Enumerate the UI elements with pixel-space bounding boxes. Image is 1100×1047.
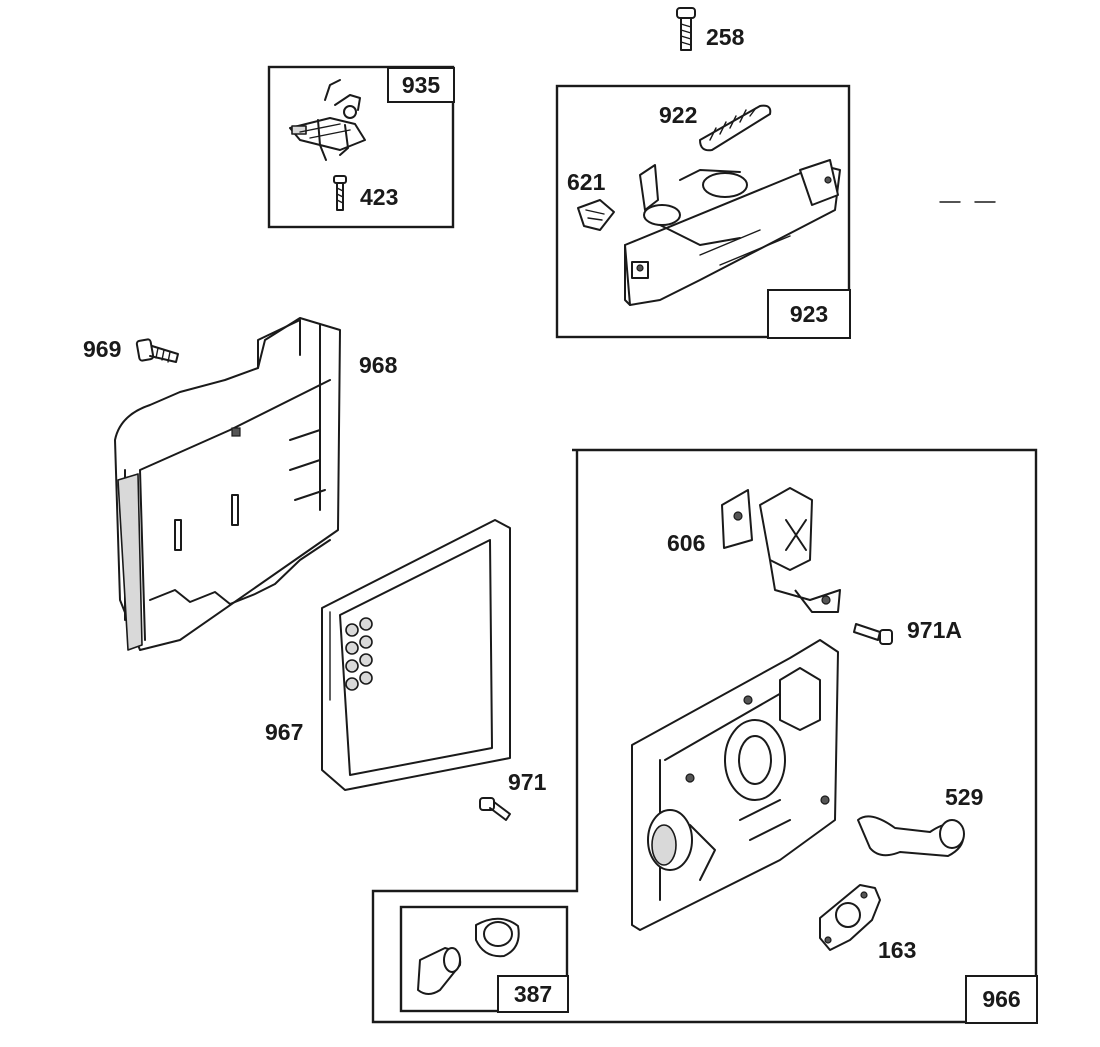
label-966: 966 <box>965 975 1038 1024</box>
label-258: 258 <box>706 24 745 50</box>
screw-258-drawing <box>676 7 696 51</box>
label-621: 621 <box>567 169 606 195</box>
label-969: 969 <box>83 336 122 362</box>
kit-966-frame <box>371 448 1038 1024</box>
label-968: 968 <box>359 352 398 378</box>
spring-922-drawing <box>699 104 772 152</box>
linkage-935-drawing <box>289 79 366 161</box>
screw-971-drawing <box>479 797 511 821</box>
kit-923-frame <box>555 84 851 339</box>
label-923: 923 <box>767 289 851 339</box>
tube-529-drawing <box>857 815 965 857</box>
label-606: 606 <box>667 530 706 556</box>
label-387: 387 <box>497 975 569 1013</box>
housing-966-drawing <box>631 639 839 931</box>
clip-621-drawing <box>577 199 615 231</box>
screw-969-drawing <box>135 338 179 363</box>
label-423: 423 <box>360 184 399 210</box>
screw-971a-drawing <box>853 623 893 645</box>
kit-935-frame <box>267 65 455 229</box>
screw-423-drawing <box>333 175 347 211</box>
filter-967-drawing <box>321 519 511 791</box>
label-971: 971 <box>508 769 547 795</box>
label-163: 163 <box>878 937 917 963</box>
gasket-163-drawing <box>819 884 881 951</box>
label-967: 967 <box>265 719 304 745</box>
label-935: 935 <box>387 67 455 103</box>
air-cleaner-base-968-drawing <box>114 317 341 651</box>
kit-387-frame <box>399 905 569 1013</box>
label-529: 529 <box>945 784 984 810</box>
bracket-606-drawing <box>721 487 841 613</box>
label-971a: 971A <box>907 617 962 643</box>
label-922: 922 <box>659 102 698 128</box>
kit-387-parts-drawing <box>417 917 520 995</box>
bracket-923-drawing <box>624 159 841 306</box>
